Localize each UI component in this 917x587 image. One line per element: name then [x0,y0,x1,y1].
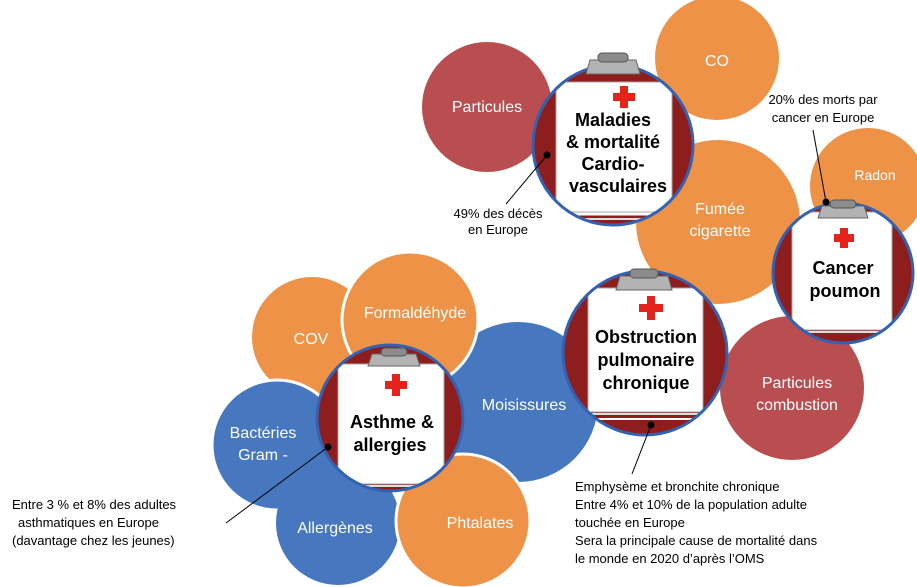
annot-asthme-1: Entre 3 % et 8% des adultes [12,497,177,512]
asthme-title-2: allergies [353,435,426,455]
leader-line-asthme [225,446,329,524]
annot-bpco-4: Sera la principale cause de mortalité da… [575,533,818,548]
bpco-title-2: pulmonaire [597,350,694,370]
leader-line-cancer [812,129,827,203]
annot-bpco-1: Emphysème et bronchite chronique [575,479,780,494]
leader-line-cardio [505,154,548,205]
cardio-title-4: vasculaires [569,176,667,196]
annot-cardio-2: en Europe [468,222,528,237]
cardio-title-2: & mortalité [566,132,660,152]
annot-cancer-2: cancer en Europe [772,110,875,125]
label-fumee-1: Fumée [695,201,745,218]
bpco-title-1: Obstruction [595,327,697,347]
disease-bpco: Obstruction pulmonaire chronique [561,268,729,437]
label-bacteries-1: Bactéries [230,425,297,442]
label-formaldehyde: Formaldéhyde [364,305,466,322]
medical-cross-icon [834,228,854,248]
label-bacteries-2: Gram - [238,447,288,464]
annot-bpco-5: le monde en 2020 d’après l’OMS [575,551,765,566]
leader-dot-cancer [822,198,830,206]
bubble-allergenes [276,461,400,585]
label-phtalates: Phtalates [447,515,514,532]
disease-cancer: Cancer poumon [771,199,915,345]
label-fumee-2: cigarette [689,223,750,240]
annotations: 49% des décès en Europe 20% des morts pa… [12,92,878,566]
annot-asthme-2: asthmatiques en Europe [18,515,159,530]
annot-cardio-1: 49% des décès [454,206,543,221]
medical-cross-icon [613,86,635,108]
label-radon: Radon [854,167,895,183]
disease-asthme: Asthme & allergies [315,343,465,493]
cancer-title-1: Cancer [812,258,873,278]
cardio-title-1: Maladies [575,110,651,130]
leader-dot-bpco [647,421,655,429]
bubble-phtalates [394,452,532,587]
bubble-particules-combustion [720,316,864,460]
label-allergenes: Allergènes [297,520,373,537]
label-co: CO [705,53,729,70]
label-particules-combustion-2: combustion [756,397,838,414]
cardio-title-3: Cardio- [582,154,645,174]
medical-cross-icon [385,374,407,396]
bubble-particules [422,42,552,172]
medical-cross-icon [639,296,663,320]
annot-bpco-3: touchée en Europe [575,515,685,530]
leader-dot-cardio [543,151,551,159]
label-particules-combustion-1: Particules [762,375,832,392]
annot-cancer-1: 20% des morts par [768,92,878,107]
pollutant-labels: Particules CO Radon Fumée cigarette Part… [230,53,896,537]
label-cov: COV [294,331,329,348]
disease-cardio: Maladies & mortalité Cardio- vasculaires [531,52,695,227]
bubble-moisissures [438,322,598,482]
bubble-co [655,0,779,120]
annot-bpco-2: Entre 4% et 10% de la population adulte [575,497,807,512]
asthme-title-1: Asthme & [350,412,434,432]
leader-line-bpco [631,424,652,475]
leader-dot-asthme [324,443,332,451]
cancer-title-2: poumon [810,281,881,301]
label-particules: Particules [452,99,522,116]
annot-asthme-3: (davantage chez les jeunes) [12,533,175,548]
bpco-title-3: chronique [602,373,689,393]
label-moisissures: Moisissures [482,397,566,414]
